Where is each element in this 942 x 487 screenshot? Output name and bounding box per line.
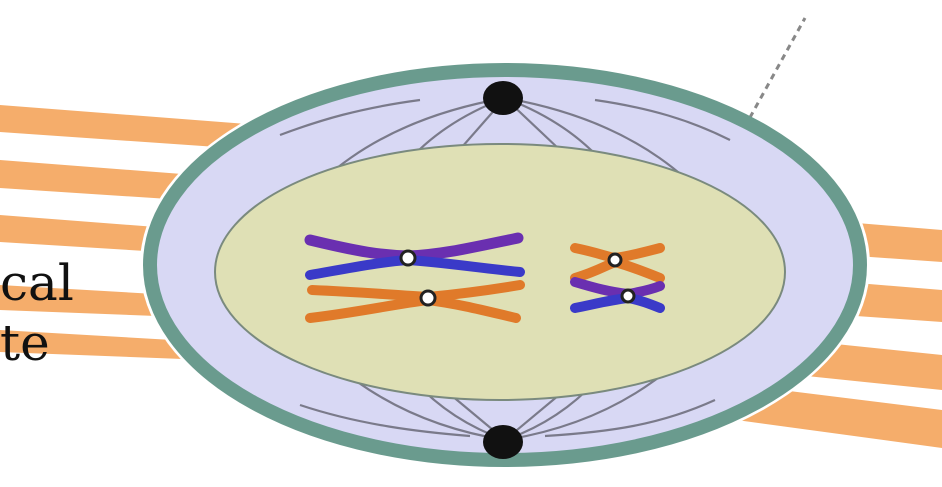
cropped-text-line-1: cal	[0, 258, 74, 308]
centromere-icon	[401, 251, 415, 265]
centromere-icon	[609, 254, 621, 266]
cropped-text-line-2: te	[0, 318, 50, 368]
centromere-icon	[421, 291, 435, 305]
centrosome-icon-bottom	[483, 425, 523, 459]
centrosome-icon-top	[483, 81, 523, 115]
centromere-icon	[622, 290, 634, 302]
